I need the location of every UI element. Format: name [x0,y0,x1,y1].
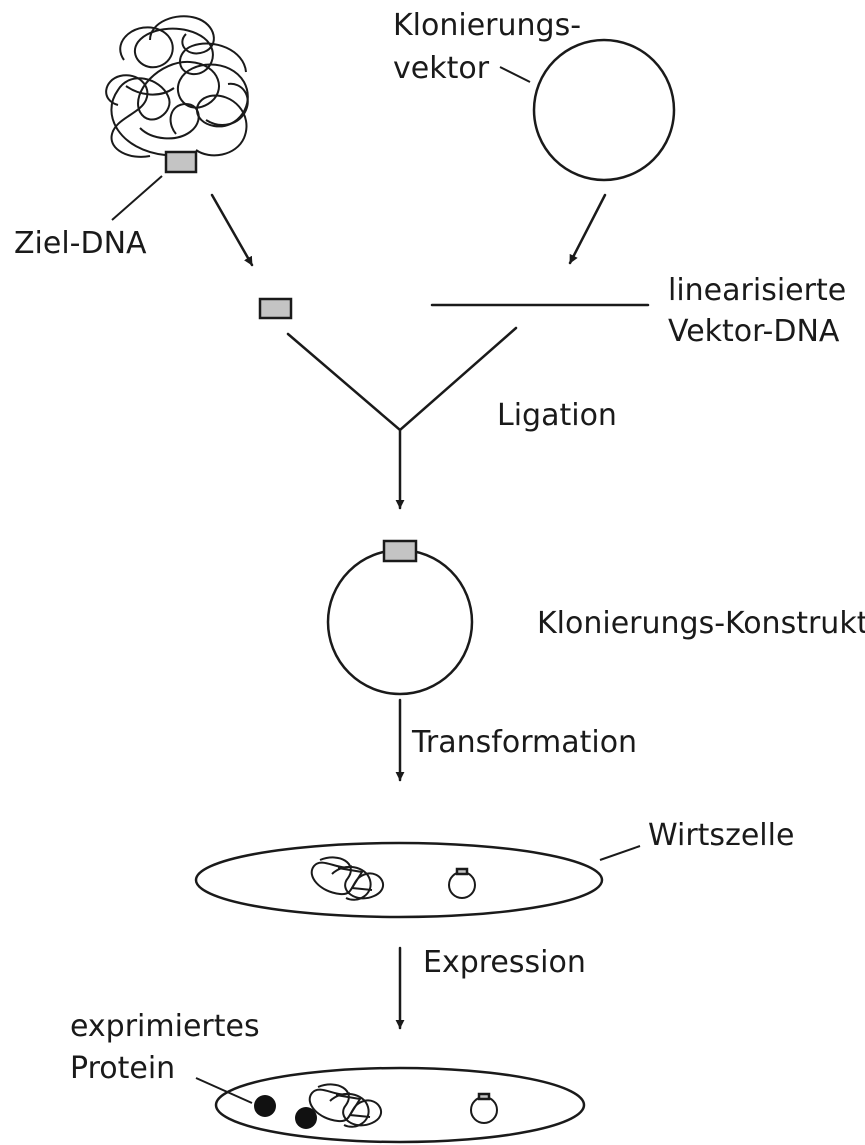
host-chromosome [310,856,385,901]
target-dna-insert [164,150,198,174]
expressed-protein-label-line2: Protein [70,1051,175,1086]
ligation-funnel [286,326,518,432]
transformation-label: Transformation [411,725,637,760]
expressing-cell [214,1066,586,1144]
cloning-vector-circle [532,38,676,182]
expressing-chromosome [308,1083,383,1128]
host-plasmid [448,871,476,899]
expression-label: Expression [423,945,586,980]
expressed-protein-1 [254,1095,276,1117]
cut-insert [258,297,293,320]
target-dna-arrow [210,193,254,267]
cloning-vector-label-line1: Klonierungs- [393,8,581,43]
linearized-vector-label-line2: Vektor-DNA [668,314,840,349]
cloning-construct-insert [382,539,418,563]
cloning-construct-label: Klonierungs-Konstrukt [537,606,865,641]
target-dna-label: Ziel-DNA [14,226,147,261]
target-dna-pointer [111,175,163,221]
host-cell-label: Wirtszelle [648,818,794,853]
cloning-construct-circle [326,548,474,696]
host-cell-pointer [599,845,641,861]
expressed-protein-pointer [195,1077,253,1104]
vector-arrow [568,193,607,265]
cloning-vector-label-line2: vektor [393,51,490,86]
cloning-vector-pointer [499,66,531,83]
expressing-plasmid-insert [477,1092,491,1101]
linearized-vector-label-line1: linearisierte [668,273,846,308]
expressed-protein-label-line1: exprimiertes [70,1009,260,1044]
expressed-protein-2 [295,1107,317,1129]
host-plasmid-insert [455,867,469,876]
target-dna-tangle [105,15,249,158]
expressing-plasmid [470,1096,498,1124]
host-cell [194,841,604,919]
ligation-label: Ligation [497,398,617,433]
